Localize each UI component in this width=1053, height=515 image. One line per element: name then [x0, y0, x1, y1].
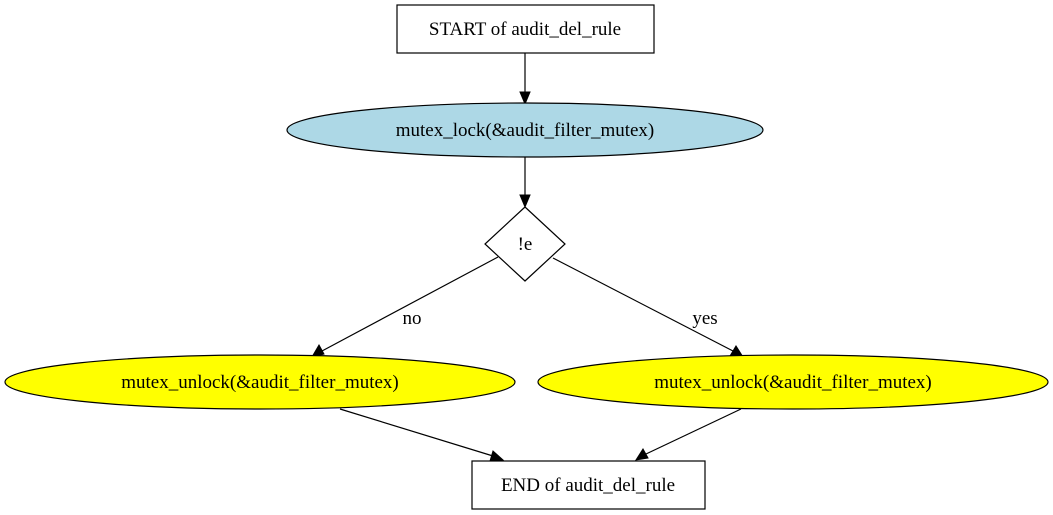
end-node-label: END of audit_del_rule — [501, 475, 675, 496]
mutex-unlock-yes-node: mutex_unlock(&audit_filter_mutex) — [537, 354, 1049, 410]
edge-unlock-no-to-end — [339, 408, 505, 462]
edge-label-yes: yes — [692, 308, 717, 329]
edge-decision-no — [310, 256, 499, 358]
mutex-unlock-yes-node-label: mutex_unlock(&audit_filter_mutex) — [654, 372, 932, 393]
mutex-lock-node-label: mutex_lock(&audit_filter_mutex) — [396, 120, 655, 141]
decision-node-label: !e — [518, 234, 533, 255]
mutex-lock-node: mutex_lock(&audit_filter_mutex) — [286, 102, 764, 158]
start-node-label: START of audit_del_rule — [429, 19, 621, 40]
edge-start-to-lock — [519, 53, 531, 106]
end-node: END of audit_del_rule — [471, 460, 706, 510]
start-node: START of audit_del_rule — [396, 4, 655, 54]
mutex-unlock-no-node: mutex_unlock(&audit_filter_mutex) — [4, 354, 516, 410]
edge-lock-to-decision — [519, 157, 531, 209]
edge-label-no: no — [403, 308, 422, 329]
edge-unlock-yes-to-end — [634, 408, 742, 461]
mutex-unlock-no-node-label: mutex_unlock(&audit_filter_mutex) — [121, 372, 399, 393]
decision-node: !e — [484, 206, 566, 282]
